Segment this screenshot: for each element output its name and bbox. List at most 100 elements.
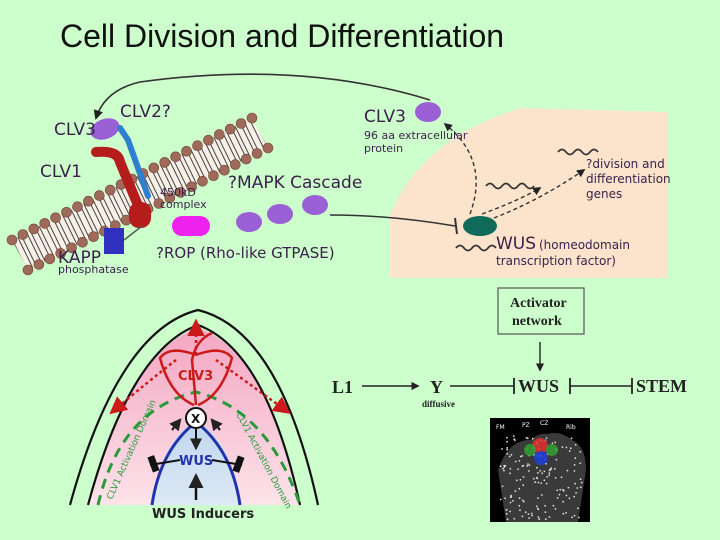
cell-speckle (506, 518, 509, 521)
cell-speckle (536, 505, 538, 508)
cell-speckle (544, 511, 547, 513)
cell-speckle (545, 482, 548, 485)
cell-speckle (580, 481, 583, 484)
slide-title: Cell Division and Differentiation (60, 18, 505, 54)
lipid-head (164, 192, 176, 204)
cell-speckle (510, 494, 512, 497)
cell-speckle (522, 476, 525, 478)
cell-speckle (521, 455, 524, 457)
cell-speckle (503, 466, 506, 468)
cell-speckle (526, 465, 529, 467)
cell-speckle (509, 467, 512, 470)
cell-speckle (573, 495, 575, 498)
cell-speckle (565, 494, 568, 497)
cell-speckle (561, 446, 564, 448)
cell-speckle (506, 448, 508, 451)
cell-speckle (522, 484, 525, 487)
cell-speckle (509, 510, 511, 513)
cell-speckle (537, 481, 540, 484)
label-phosphatase: phosphatase (58, 263, 129, 276)
label-network-wus: WUS (518, 376, 559, 396)
lipid-head (77, 237, 88, 248)
lipid-head (186, 181, 197, 193)
clv1-kinase-domain (129, 202, 151, 228)
lipid-head (61, 207, 72, 218)
cell-speckle (537, 516, 540, 519)
activator-network-box (497, 287, 585, 335)
lipid-head (262, 142, 274, 154)
lipid-head (50, 212, 61, 224)
cell-speckle (537, 497, 539, 499)
cell-speckle (567, 486, 570, 489)
cell-speckle (537, 472, 539, 474)
cell-speckle (562, 512, 565, 515)
cell-speckle (566, 469, 569, 472)
lipid-head (17, 229, 29, 240)
cell-speckle (527, 463, 529, 466)
clv3-ligand-left (90, 118, 120, 140)
cell-speckle (503, 469, 505, 472)
cell-speckle (546, 476, 548, 478)
cell-speckle (579, 451, 582, 453)
cell-speckle (579, 478, 582, 481)
cell-speckle (505, 509, 508, 511)
cell-speckle (535, 476, 538, 479)
nucleus-panel (390, 108, 668, 278)
cell-speckle (545, 462, 547, 465)
meristem-label-inducers: WUS Inducers (152, 507, 254, 522)
cell-speckle (573, 470, 576, 472)
cell-speckle (517, 468, 519, 470)
cell-speckle (539, 469, 542, 472)
label-genes-2: differentiation (586, 172, 671, 186)
lipid-head (39, 218, 51, 229)
label-l1: L1 (332, 377, 353, 397)
cell-speckle (573, 514, 576, 517)
cell-speckle (521, 515, 524, 518)
cell-speckle (518, 504, 521, 507)
lipid-head (240, 153, 252, 165)
cell-speckle (574, 482, 576, 485)
kapp-phosphatase (104, 228, 124, 254)
label-complex: complex (160, 198, 207, 211)
cell-speckle (506, 436, 508, 439)
label-complex-size: 450kD (160, 186, 196, 199)
clv1-receptor (91, 146, 147, 220)
cell-speckle (504, 497, 506, 500)
lipid-head (251, 148, 263, 159)
label-kapp: KAPP (58, 248, 101, 268)
lipid-head (219, 164, 230, 176)
lipid-head (159, 157, 170, 168)
dna-strand-1 (557, 148, 599, 156)
cell-speckle (503, 464, 506, 467)
cell-speckle (579, 486, 582, 489)
cell-speckle (552, 504, 555, 507)
cell-speckle (521, 499, 524, 502)
wus-to-genes-arrow (493, 169, 586, 219)
micro-label-rib: Rib (566, 424, 576, 431)
cell-speckle (514, 460, 517, 463)
cell-speckle (540, 482, 543, 484)
cell-speckle (558, 493, 561, 496)
cell-speckle (544, 504, 546, 507)
cell-speckle (508, 455, 511, 458)
cell-speckle (569, 447, 572, 450)
cell-speckle (562, 500, 564, 503)
cell-speckle (578, 516, 580, 519)
cell-speckle (527, 513, 530, 515)
lipid-head (197, 176, 208, 187)
cell-speckle (543, 470, 546, 473)
cell-speckle (519, 509, 521, 512)
mapk-ball-3 (302, 195, 328, 215)
cell-speckle (570, 437, 573, 440)
cell-speckle (519, 455, 522, 458)
lipid-head (175, 187, 186, 198)
lipid-head (88, 231, 99, 242)
label-genes-1: ?division and (586, 157, 665, 171)
cell-speckle (555, 458, 558, 461)
wus-to-dna-arrow (481, 187, 542, 215)
lipid-head (192, 140, 203, 151)
meristem-label-clv3: CLV3 (178, 369, 213, 384)
label-clv3-desc-1: 96 aa extracellular (364, 129, 468, 142)
kapp-inhibition (123, 225, 143, 241)
